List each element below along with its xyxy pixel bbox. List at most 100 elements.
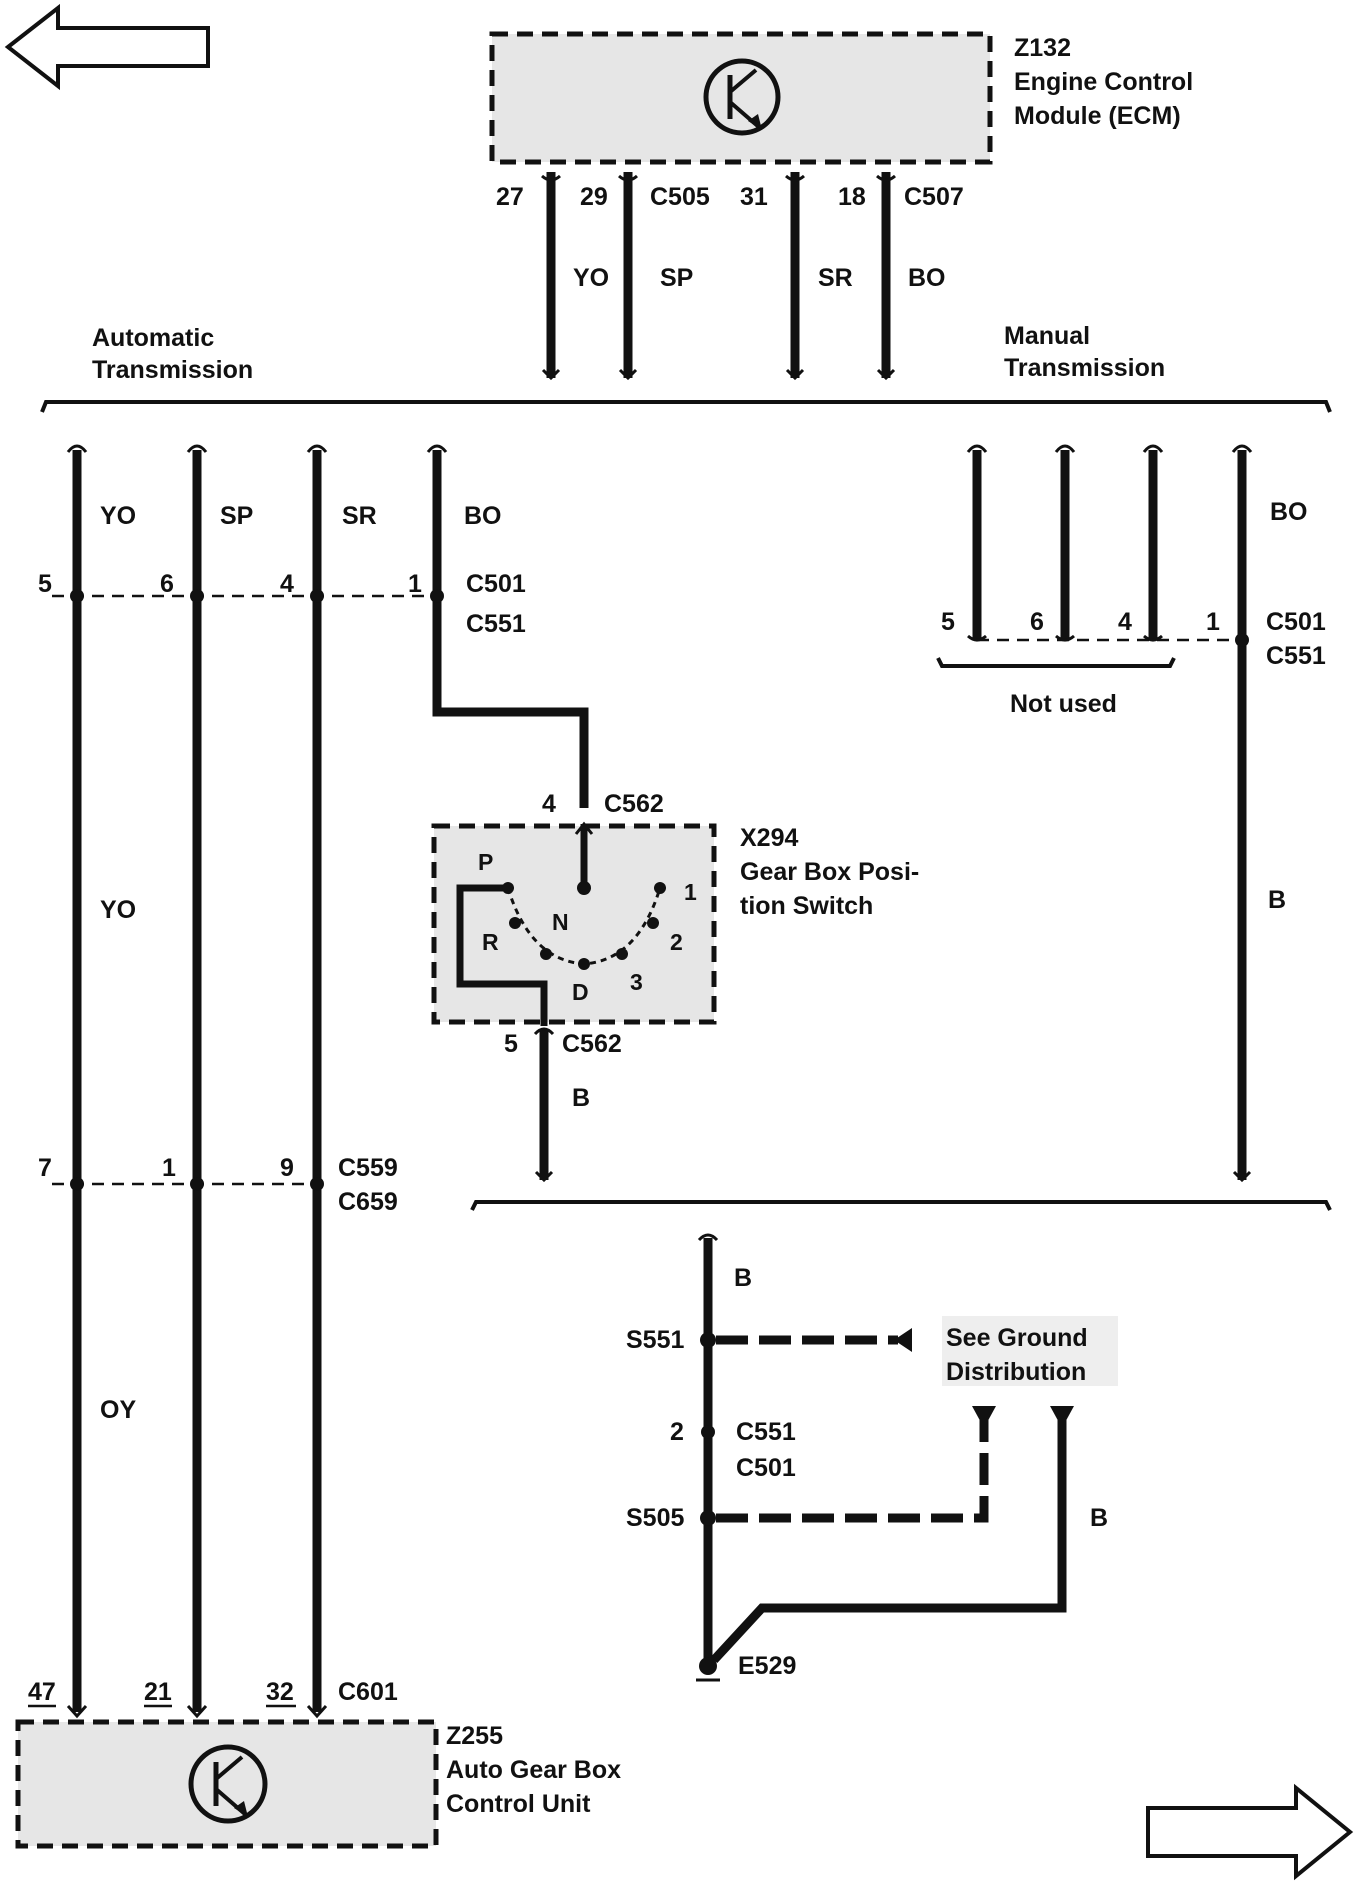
manual-pin-6: 6 (1030, 608, 1044, 636)
connector-c507: C507 (904, 183, 964, 211)
gearbox-unit-name-line1: Auto Gear Box (446, 1756, 621, 1784)
transistor-icon (188, 1744, 268, 1824)
switch-position-n: N (552, 909, 569, 935)
auto-connector-c501: C501 (466, 570, 526, 598)
switch-output-wire-marks (533, 1027, 555, 1183)
ecm-wire-label-sp: SP (660, 264, 693, 292)
switch-name-line2: tion Switch (740, 892, 873, 920)
auto-wire-label-sp: SP (220, 502, 253, 530)
manual-pin-1: 1 (1206, 608, 1220, 636)
ground-connector-c551: C551 (736, 1418, 796, 1446)
ground-distribution-arrow-left-icon (894, 1328, 912, 1352)
switch-position-2: 2 (670, 929, 683, 955)
switch-pin-5: 5 (504, 1030, 518, 1058)
connector-c505: C505 (650, 183, 710, 211)
transistor-icon (703, 58, 781, 136)
auto-wire-bo (432, 450, 589, 808)
switch-output-label-b: B (572, 1084, 590, 1112)
gearbox-unit-name-line2: Control Unit (446, 1790, 591, 1818)
manual-wire-top-marks (966, 444, 1253, 1183)
manual-label-line1: Manual (1004, 322, 1090, 350)
ground-connector-c501: C501 (736, 1454, 796, 1482)
s505-ground-link (716, 1420, 989, 1523)
ground-point-icon (696, 1657, 720, 1682)
auto-c559-pin-7: 7 (38, 1154, 52, 1182)
switch-name-line1: Gear Box Posi- (740, 858, 919, 886)
option-bracket-top (40, 400, 1332, 413)
position-switch-box (431, 823, 717, 1025)
manual-pin-4: 4 (1118, 608, 1132, 636)
auto-c501-pin-4: 4 (280, 570, 294, 598)
manual-lower-label-b: B (1268, 886, 1286, 914)
auto-c559-pin-1: 1 (162, 1154, 176, 1182)
auto-c501-pin-marks (70, 589, 444, 603)
ground-wire-top-mark (697, 1233, 719, 1242)
auto-wire-label-yo: YO (100, 502, 136, 530)
manual-pin-5: 5 (941, 608, 955, 636)
ecm-pin-marks (541, 174, 896, 381)
gearbox-pin-32: 32 (266, 1678, 294, 1706)
auto-wire-label-bo: BO (464, 502, 502, 530)
auto-c501-pin-6: 6 (160, 570, 174, 598)
manual-c501-pin-mark (1235, 633, 1249, 647)
switch-position-d: D (572, 979, 589, 1005)
ground-wire-label-b: B (734, 1264, 752, 1292)
switch-position-1: 1 (684, 879, 697, 905)
connector-c659: C659 (338, 1188, 398, 1216)
ecm-pin-18: 18 (838, 183, 866, 211)
ground-return-arrow-icon (1050, 1406, 1074, 1428)
ground-return-label-b: B (1090, 1504, 1108, 1532)
auto-c559-pin-marks (70, 1177, 324, 1191)
manual-connector-c551: C551 (1266, 642, 1326, 670)
manual-wire-label-bo: BO (1270, 498, 1308, 526)
gearbox-pin-47: 47 (28, 1678, 56, 1706)
see-ground-line2[interactable]: Distribution (946, 1358, 1086, 1386)
ground-connector-pin-mark (701, 1425, 715, 1439)
not-used-bracket (936, 657, 1176, 668)
ecm-wire-label-yo: YO (573, 264, 609, 292)
switch-position-r: R (482, 929, 499, 955)
see-ground-line1[interactable]: See Ground (946, 1324, 1088, 1352)
ecm-pin-29: 29 (580, 183, 608, 211)
switch-connector-c562-top: C562 (604, 790, 664, 818)
ecm-pin-31: 31 (740, 183, 768, 211)
manual-label-line2: Transmission (1004, 354, 1165, 382)
ecm-pin-27: 27 (496, 183, 524, 211)
ecm-wire-label-sr: SR (818, 264, 853, 292)
auto-mid-label-yo: YO (100, 896, 136, 924)
auto-wire-top-marks (66, 444, 448, 453)
not-used-label: Not used (1010, 690, 1117, 718)
automatic-label-line1: Automatic (92, 324, 214, 352)
option-bracket-bottom (470, 1200, 1332, 1211)
connector-c559: C559 (338, 1154, 398, 1182)
switch-position-p: P (478, 849, 493, 875)
ground-point-e529: E529 (738, 1652, 796, 1680)
ground-connector-pin-2: 2 (670, 1418, 684, 1446)
ecm-module-box (489, 31, 993, 165)
switch-position-3: 3 (630, 969, 643, 995)
manual-connector-c501: C501 (1266, 608, 1326, 636)
auto-c501-pin-1: 1 (408, 570, 422, 598)
switch-contact-points (502, 881, 666, 970)
ground-return-wire-b (710, 1420, 1067, 1664)
splice-s551: S551 (626, 1326, 684, 1354)
next-page-arrow[interactable] (1146, 1783, 1354, 1881)
ecm-name-line1: Engine Control (1014, 68, 1193, 96)
ecm-name-line2: Module (ECM) (1014, 102, 1181, 130)
switch-connector-c562-bottom: C562 (562, 1030, 622, 1058)
gearbox-unit-id: Z255 (446, 1722, 503, 1750)
previous-page-arrow[interactable] (4, 3, 210, 91)
auto-c559-pin-9: 9 (280, 1154, 294, 1182)
see-ground-shade (942, 1316, 1118, 1386)
connector-c601: C601 (338, 1678, 398, 1706)
splice-s551-dot (700, 1332, 716, 1348)
gearbox-pin-marks (66, 1704, 328, 1719)
switch-id: X294 (740, 824, 798, 852)
auto-c501-pin-5: 5 (38, 570, 52, 598)
ecm-id: Z132 (1014, 34, 1071, 62)
switch-pin-4: 4 (542, 790, 556, 818)
gearbox-unit-box (15, 1719, 439, 1849)
auto-lower-label-oy: OY (100, 1396, 136, 1424)
splice-s505: S505 (626, 1504, 684, 1532)
